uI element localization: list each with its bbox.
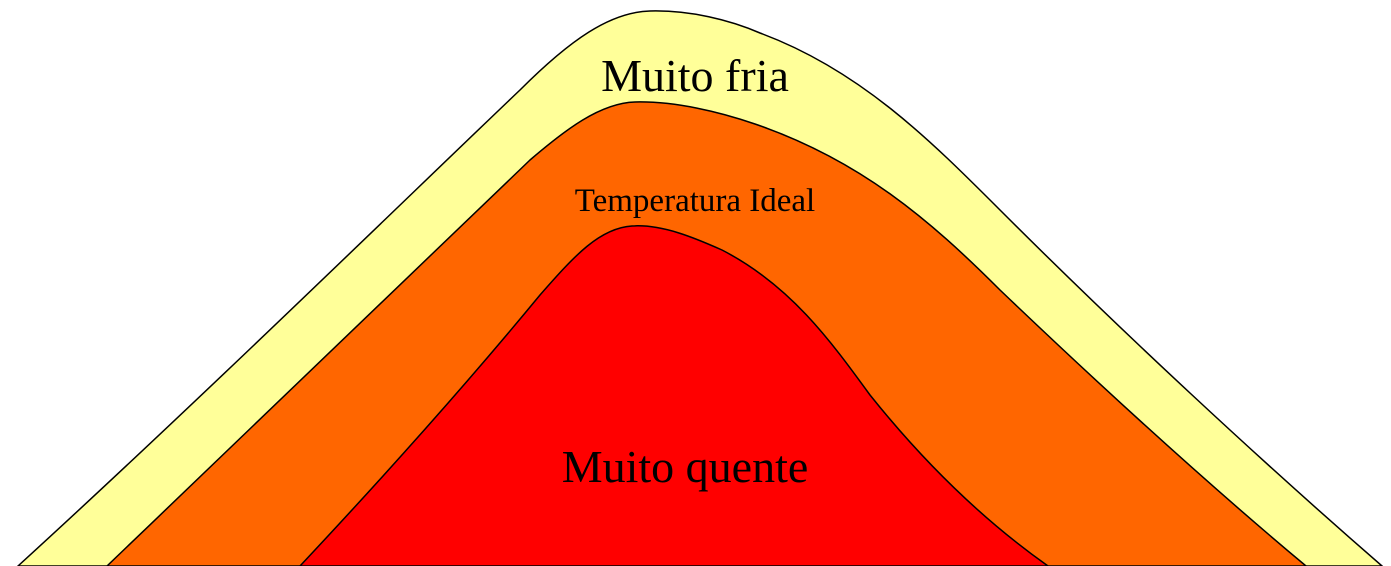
zone-muito-quente xyxy=(298,225,1050,566)
label-temperatura-ideal: Temperatura Ideal xyxy=(575,183,815,219)
label-muito-quente: Muito quente xyxy=(562,441,809,492)
label-muito-fria: Muito fria xyxy=(601,50,789,101)
